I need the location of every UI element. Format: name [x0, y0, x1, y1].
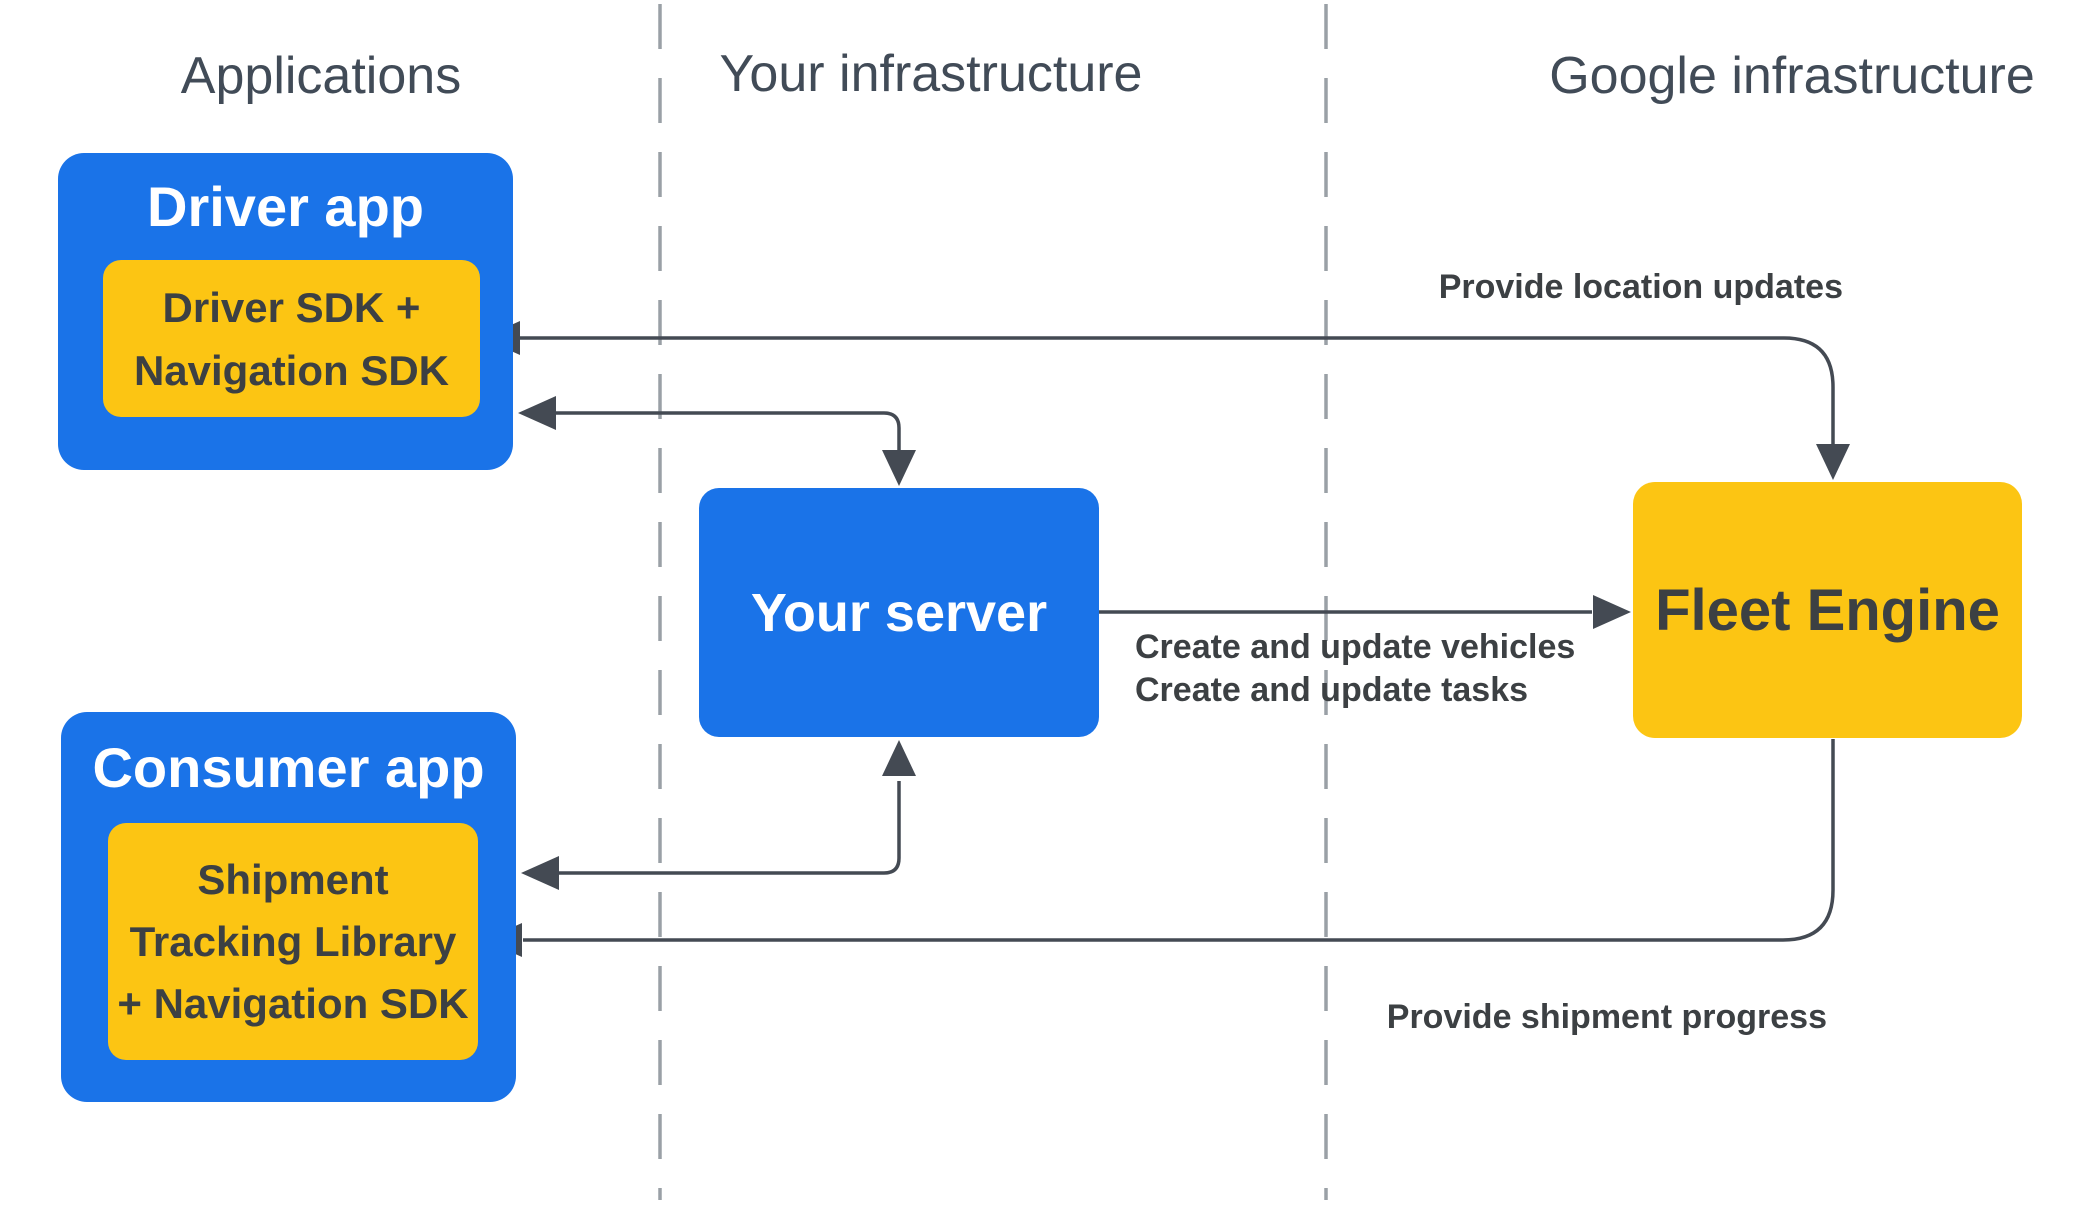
node-consumer-app: Consumer app Shipment Tracking Library +… [61, 712, 516, 1102]
arrowhead-into-your-server-top [882, 450, 916, 486]
arrow-shipment-progress-line [523, 739, 1835, 942]
arrowhead-into-consumer-app [521, 856, 559, 890]
driver-sdk-label-line2: Navigation SDK [133, 346, 450, 394]
label-create-update-vehicles: Create and update vehicles [1135, 628, 1576, 666]
label-provide-shipment-progress: Provide shipment progress [1386, 998, 1827, 1036]
node-your-server: Your server [699, 488, 1099, 737]
node-fleet-engine: Fleet Engine [1633, 482, 2022, 738]
label-create-update-tasks: Create and update tasks [1135, 671, 1529, 709]
consumer-app-title: Consumer app [92, 736, 485, 799]
column-header-your-infrastructure: Your infrastructure [719, 45, 1143, 103]
node-driver-sdk: Driver SDK + Navigation SDK [103, 260, 480, 417]
your-server-title: Your server [750, 582, 1048, 643]
column-header-applications: Applications [180, 47, 462, 105]
column-header-google-infrastructure: Google infrastructure [1549, 47, 2035, 105]
arrowhead-into-driver-app [518, 396, 556, 430]
shipment-library-label-line3: + Navigation SDK [117, 979, 469, 1027]
node-shipment-tracking-library: Shipment Tracking Library + Navigation S… [108, 823, 478, 1060]
arrow-consumer-app-your-server-line [555, 781, 901, 875]
driver-sdk-label-line1: Driver SDK + [162, 283, 421, 331]
arrow-driver-app-your-server-line [552, 411, 901, 450]
driver-app-title: Driver app [147, 175, 424, 238]
arrow-location-updates-line [516, 336, 1835, 446]
arrowhead-into-fleet-engine-left [1593, 595, 1631, 629]
node-driver-app: Driver app Driver SDK + Navigation SDK [58, 153, 513, 470]
arrowhead-into-fleet-engine-top [1816, 444, 1850, 480]
label-create-and-update: Create and update vehicles Create and up… [1135, 626, 1575, 712]
shipment-library-label-line1: Shipment [197, 855, 389, 903]
fleet-engine-title: Fleet Engine [1655, 577, 2000, 643]
arrowhead-into-your-server-bottom [882, 740, 916, 776]
label-provide-location-updates: Provide location updates [1438, 268, 1843, 306]
shipment-library-label-line2: Tracking Library [129, 917, 457, 965]
